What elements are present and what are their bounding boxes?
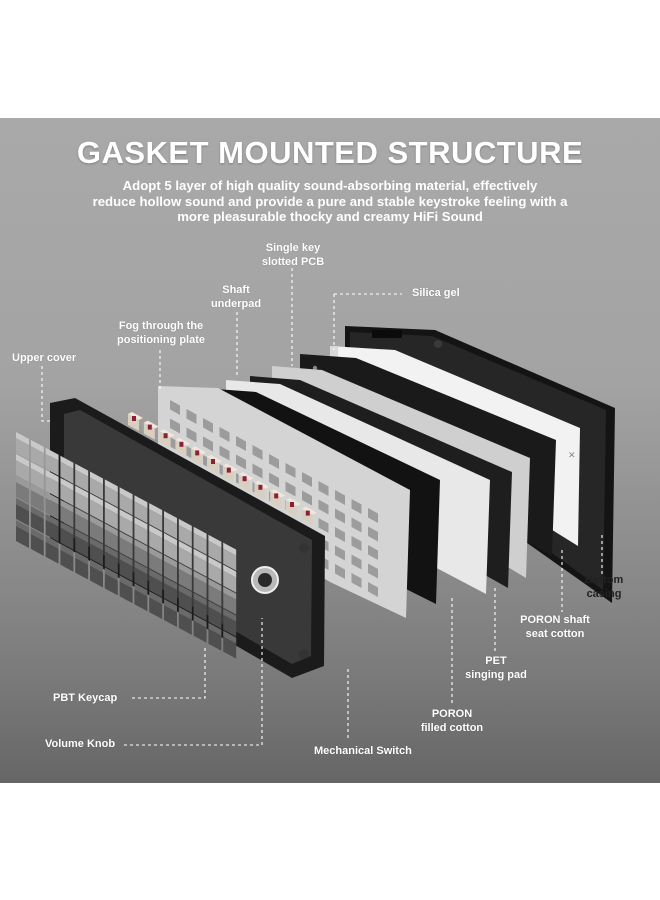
headline: GASKET MOUNTED STRUCTURE (76, 135, 584, 170)
label-pbt-keycap: PBT Keycap (53, 692, 118, 704)
subtitle-line: more pleasurable thocky and creamy HiFi … (177, 209, 483, 224)
subtitle: Adopt 5 layer of high quality sound-abso… (60, 178, 600, 225)
label-silica-gel: Silica gel (412, 287, 460, 299)
volume-knob (251, 566, 279, 594)
pbt-keycaps (16, 432, 237, 659)
label-upper-cover: Upper cover (12, 352, 77, 364)
svg-text:✕: ✕ (568, 451, 576, 461)
subtitle-line: reduce hollow sound and provide a pure a… (92, 193, 568, 209)
leader-lines (41, 268, 603, 746)
label-volume-knob: Volume Knob (45, 738, 116, 750)
subtitle-line: Adopt 5 layer of high quality sound-abso… (122, 178, 538, 193)
product-infographic: ✕ (0, 118, 660, 783)
label-mechanical-switch: Mechanical Switch (314, 745, 412, 757)
exploded-keyboard-illustration: ✕ (0, 268, 660, 783)
